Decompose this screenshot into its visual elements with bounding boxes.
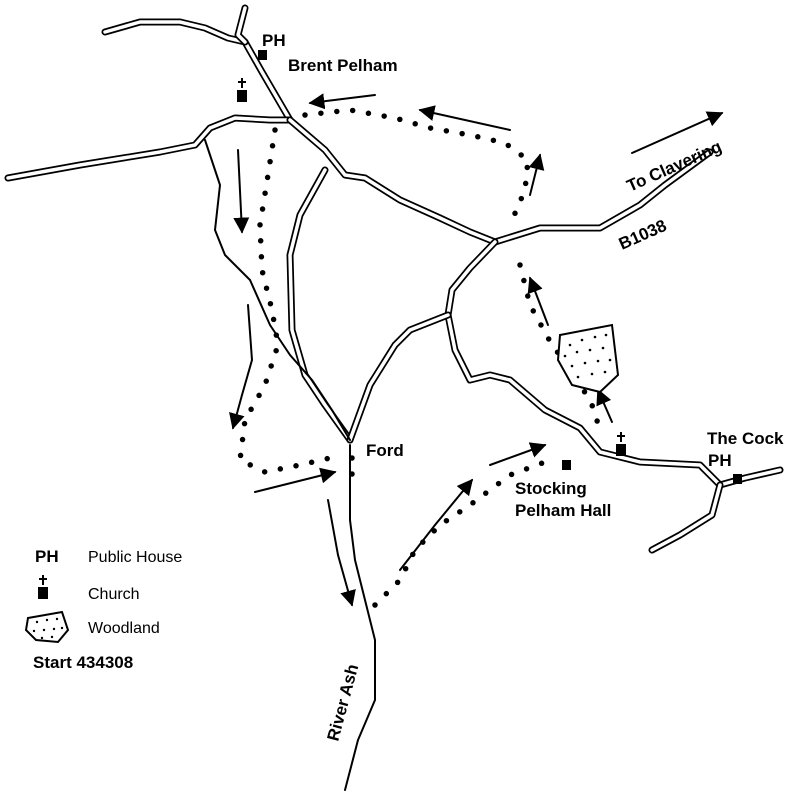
road-b1038 <box>286 116 714 246</box>
church-icon <box>616 432 626 456</box>
route-south <box>372 459 548 608</box>
label-the-cock: The Cock <box>707 429 784 448</box>
road-top-left <box>101 18 294 124</box>
square-marker-icon <box>562 460 571 470</box>
arrow-8 <box>399 478 474 571</box>
arrow-10 <box>527 276 549 326</box>
road-ford-west <box>286 166 354 444</box>
label-stocking: Stocking <box>515 479 587 498</box>
label-brent-pelham: Brent Pelham <box>288 56 398 75</box>
label-to-clavering: To Clavering <box>624 137 725 196</box>
legend-woodland: Woodland <box>88 620 160 637</box>
roads <box>4 4 784 554</box>
legend-church: Church <box>88 586 140 603</box>
arrow-2 <box>418 105 511 131</box>
road-ford-east <box>346 311 452 444</box>
road-cock-south <box>648 481 724 554</box>
road-south-east <box>444 238 784 489</box>
woodland-icon <box>24 610 70 644</box>
arrow-6 <box>254 467 337 493</box>
markers <box>237 50 742 484</box>
arrow-3 <box>528 153 545 196</box>
arrow-5 <box>229 304 254 430</box>
label-ph-top: PH <box>262 31 286 50</box>
route-woodland <box>517 262 603 433</box>
river-ash-line <box>344 444 376 791</box>
square-marker-icon <box>258 50 267 60</box>
label-ford: Ford <box>366 441 404 460</box>
label-river-ash: River Ash <box>324 662 363 743</box>
direction-arrows <box>229 93 724 607</box>
river-ash <box>204 139 376 791</box>
label-b1038: B1038 <box>616 216 670 254</box>
arrow-9 <box>489 442 547 466</box>
church-icon <box>38 575 48 599</box>
route-west-stream <box>237 127 333 475</box>
arrow-7 <box>327 499 356 607</box>
church-icon <box>237 78 247 102</box>
label-ph-cock: PH <box>708 451 732 470</box>
arrow-clavering <box>631 111 724 154</box>
arrow-11 <box>596 388 613 423</box>
label-pelham-hall: Pelham Hall <box>515 501 611 520</box>
walk-route <box>237 107 603 608</box>
arrow-4 <box>233 149 250 234</box>
woodland-icon <box>556 323 620 394</box>
road-west <box>4 114 294 182</box>
arrow-1 <box>308 93 376 110</box>
legend-start: Start 434308 <box>33 653 133 672</box>
square-marker-icon <box>733 474 742 484</box>
legend-public-house: Public House <box>88 549 182 566</box>
legend: PH Public House Church Woodland Start 43… <box>24 547 182 672</box>
stream-west <box>204 139 351 441</box>
road-top-spur <box>234 4 249 46</box>
legend-ph-symbol: PH <box>35 547 59 566</box>
